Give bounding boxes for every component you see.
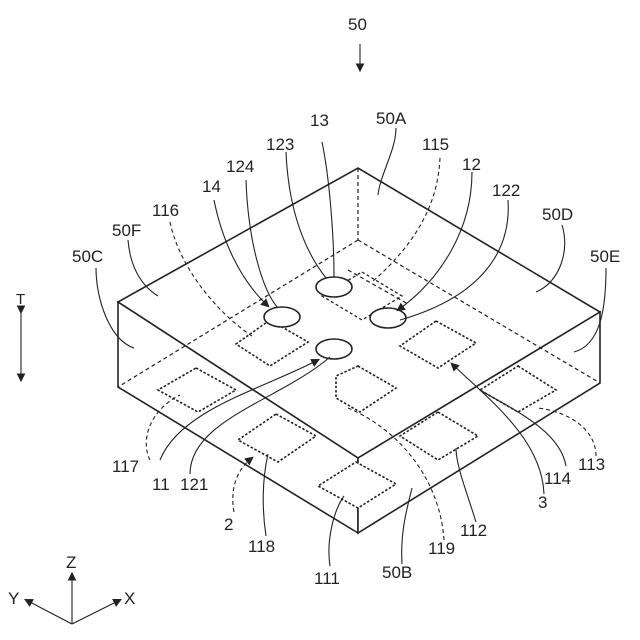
label-14: 14 [202,177,221,196]
label-T: T [16,291,25,308]
label-50C: 50C [72,247,103,266]
bump-123 [316,277,352,297]
label-50B: 50B [382,563,412,582]
bump-122 [370,308,406,328]
label-50D: 50D [542,205,573,224]
bump-121 [316,339,352,359]
label-116: 116 [152,201,179,220]
label-12: 12 [462,155,481,174]
label-50: 50 [348,15,367,34]
label-2: 2 [224,515,233,534]
label-114: 114 [544,469,571,488]
label-115: 115 [422,135,449,154]
label-123: 123 [266,135,294,154]
label-113: 113 [578,455,605,474]
label-50F: 50F [112,221,141,240]
axis-label-x: X [124,589,135,608]
label-118: 118 [248,537,275,556]
label-119: 119 [428,539,455,558]
bump-124 [264,307,300,327]
label-112: 112 [460,521,487,540]
label-50A: 50A [376,109,407,128]
label-117: 117 [112,457,139,476]
axis-label-y: Y [8,589,19,608]
label-121: 121 [180,475,208,494]
label-50E: 50E [590,247,620,266]
label-122: 122 [492,181,520,200]
label-3: 3 [538,493,547,512]
label-13: 13 [310,111,329,130]
label-11: 11 [152,475,170,494]
axis-label-z: Z [66,553,76,572]
label-124: 124 [226,157,254,176]
coordinate-axes: Z Y X [8,553,135,624]
direction-indicator-T: T [16,291,25,380]
label-111: 111 [314,569,340,588]
